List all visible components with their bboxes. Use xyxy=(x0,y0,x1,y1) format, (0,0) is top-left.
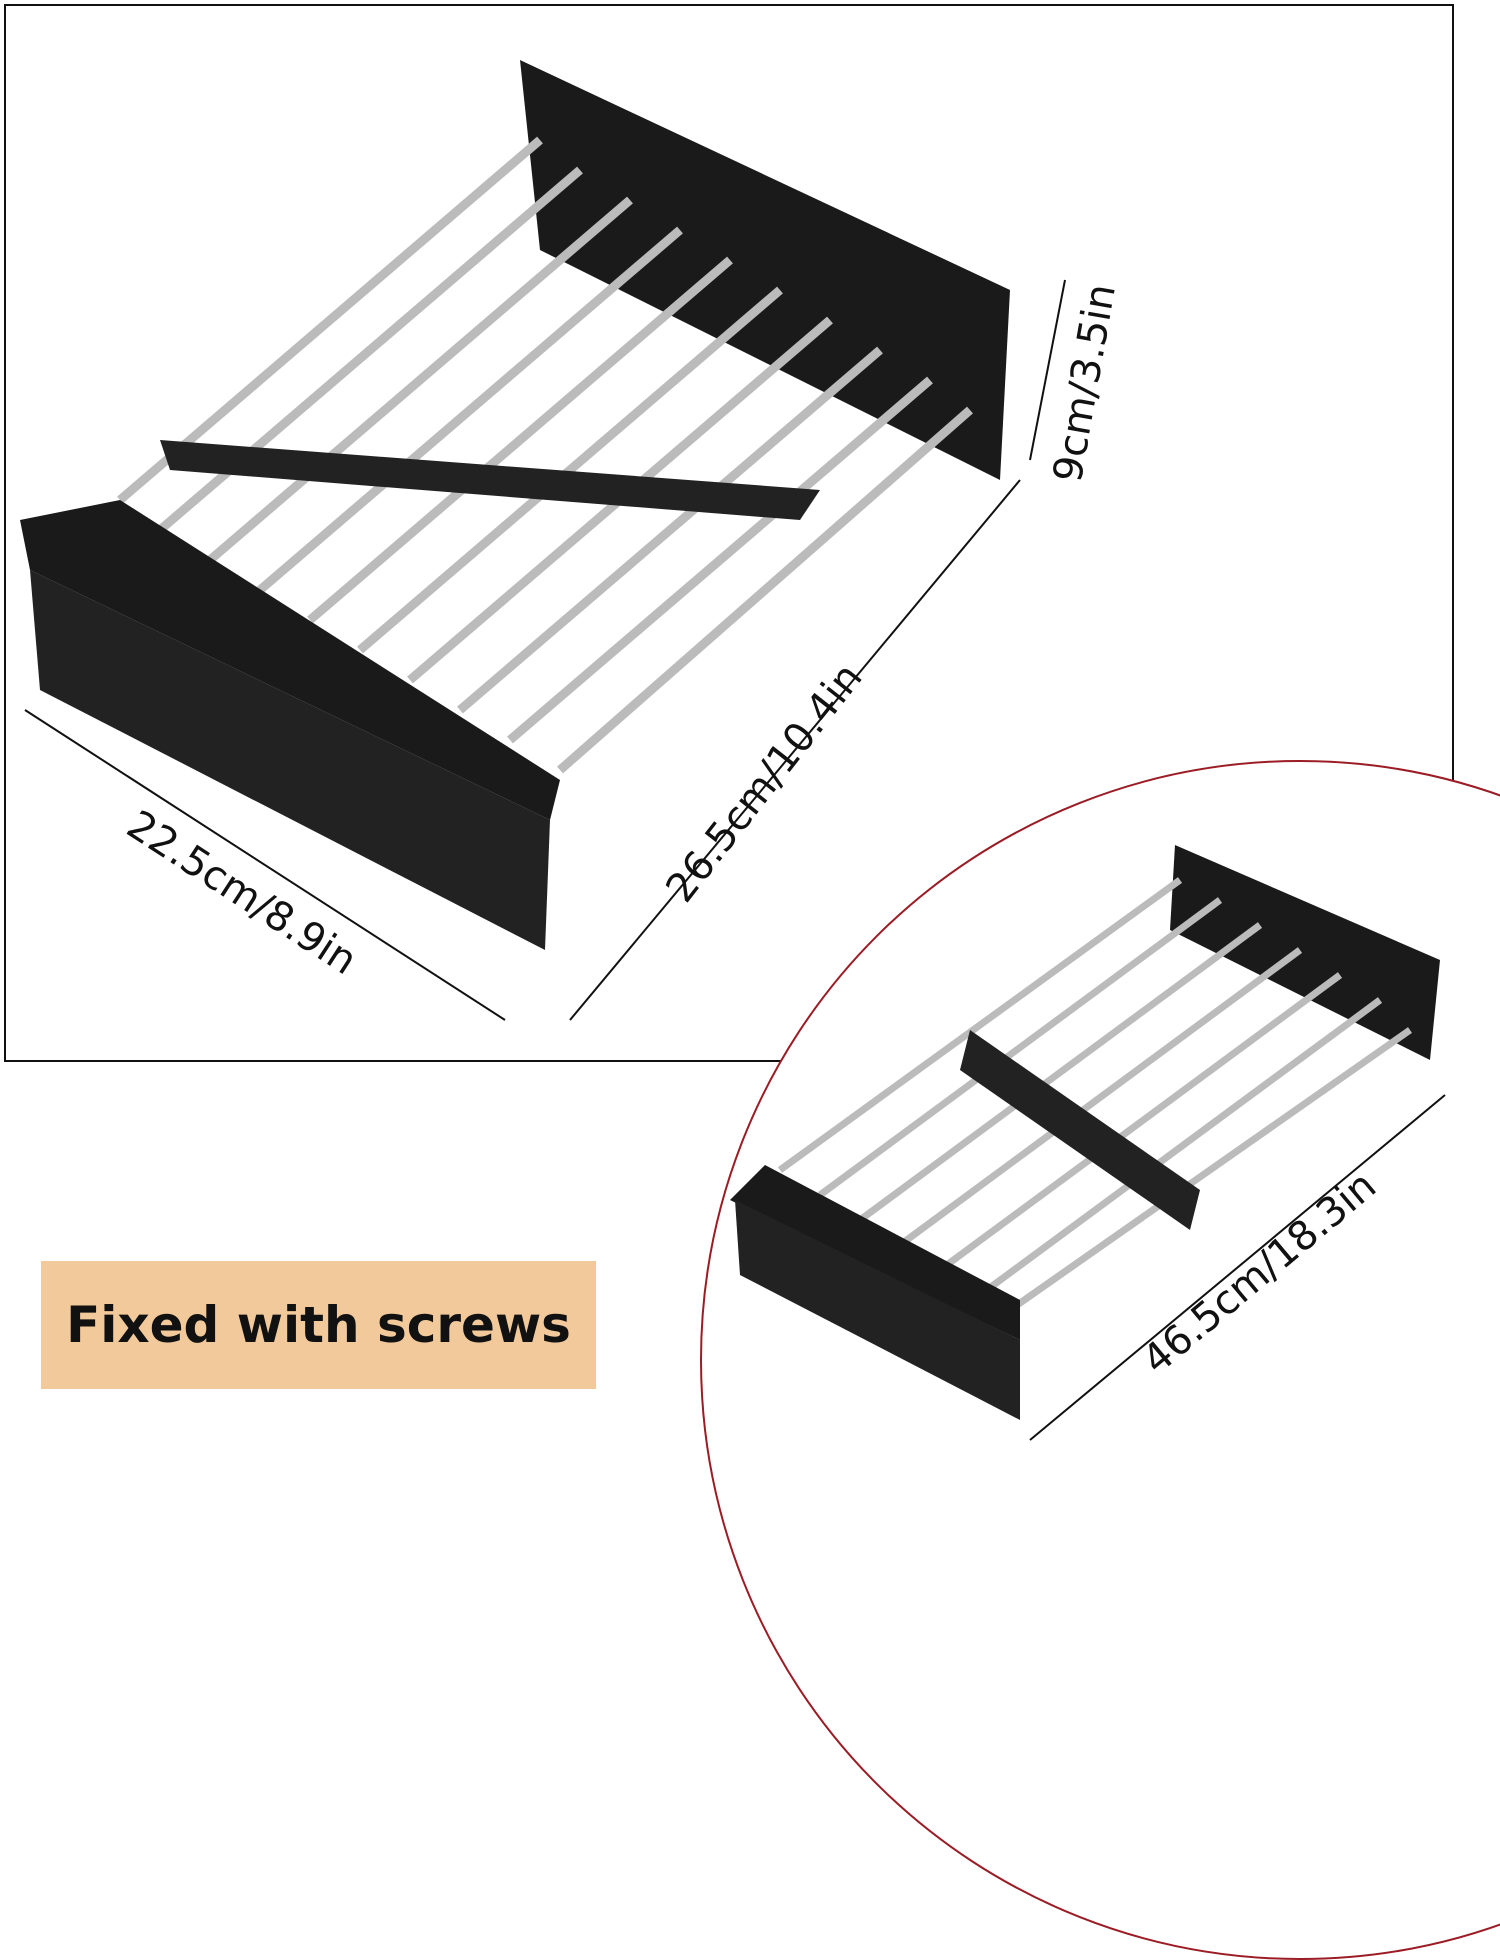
product-illustration xyxy=(20,60,1446,1441)
callout-badge: Fixed with screws xyxy=(41,1261,596,1389)
callout-label: Fixed with screws xyxy=(66,1296,571,1354)
extended-rack xyxy=(730,845,1440,1420)
main-rack xyxy=(20,60,1010,950)
main-product-frame xyxy=(4,4,1454,1062)
